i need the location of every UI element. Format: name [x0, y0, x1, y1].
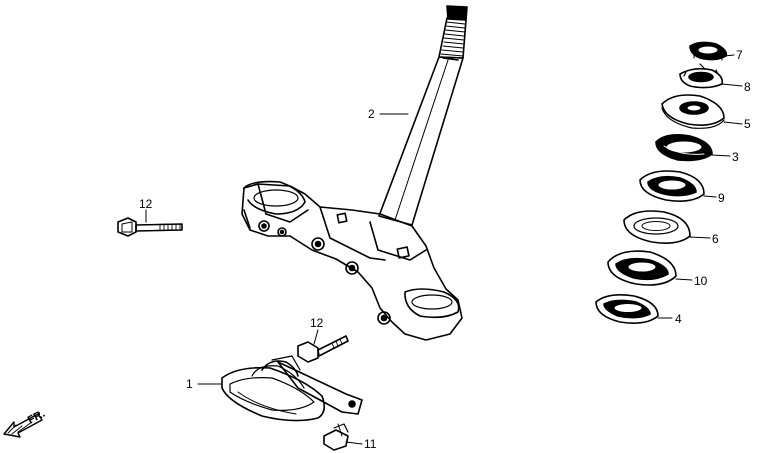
bolt-part-12-center — [297, 335, 349, 363]
horn-part-1 — [221, 355, 363, 422]
callout-10: 10 — [694, 274, 708, 288]
washer-part-8 — [679, 63, 724, 89]
callout-11: 11 — [364, 437, 377, 451]
bearing-part-9 — [639, 170, 705, 202]
callout-12-center: 12 — [310, 316, 324, 330]
callout-7: 7 — [736, 48, 743, 62]
callout-2: 2 — [368, 107, 375, 121]
bearing-race-part-4 — [595, 294, 659, 324]
callout-1: 1 — [186, 377, 193, 391]
callout-9: 9 — [718, 191, 725, 205]
dust-seal-part-6 — [623, 210, 691, 244]
front-arrow-icon — [3, 413, 43, 438]
callout-6: 6 — [712, 232, 719, 246]
direction-label: FR. — [26, 408, 47, 427]
callout-8: 8 — [744, 80, 751, 94]
bolt-part-11 — [323, 423, 349, 451]
callout-3: 3 — [732, 150, 739, 164]
steering-stem-part-2 — [241, 5, 468, 341]
bolt-part-12-left — [117, 217, 183, 237]
callout-4: 4 — [675, 312, 682, 326]
callout-5: 5 — [744, 117, 751, 131]
callout-12-left: 12 — [139, 197, 153, 211]
adjusting-nut-part-5 — [661, 94, 725, 129]
leader-lines — [145, 54, 743, 445]
nut-part-7 — [689, 41, 728, 61]
bearing-race-part-3 — [655, 134, 713, 162]
bearing-part-10 — [607, 250, 677, 286]
